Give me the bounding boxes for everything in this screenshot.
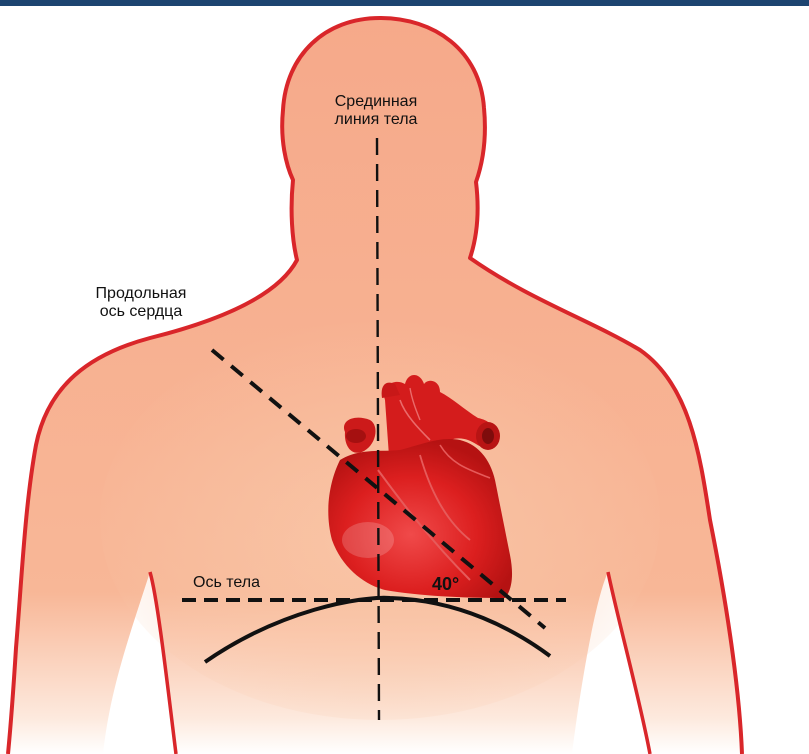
midline-label-2: линия тела — [335, 111, 418, 128]
body-axis-label: Ось тела — [193, 574, 260, 591]
heart-axis-label-2: ось сердца — [100, 303, 183, 320]
angle-label: 40° — [432, 574, 459, 594]
midline-label-1: Срединная — [335, 93, 418, 110]
heart-axis-label-1: Продольная — [96, 285, 187, 302]
heart-body — [328, 439, 512, 598]
